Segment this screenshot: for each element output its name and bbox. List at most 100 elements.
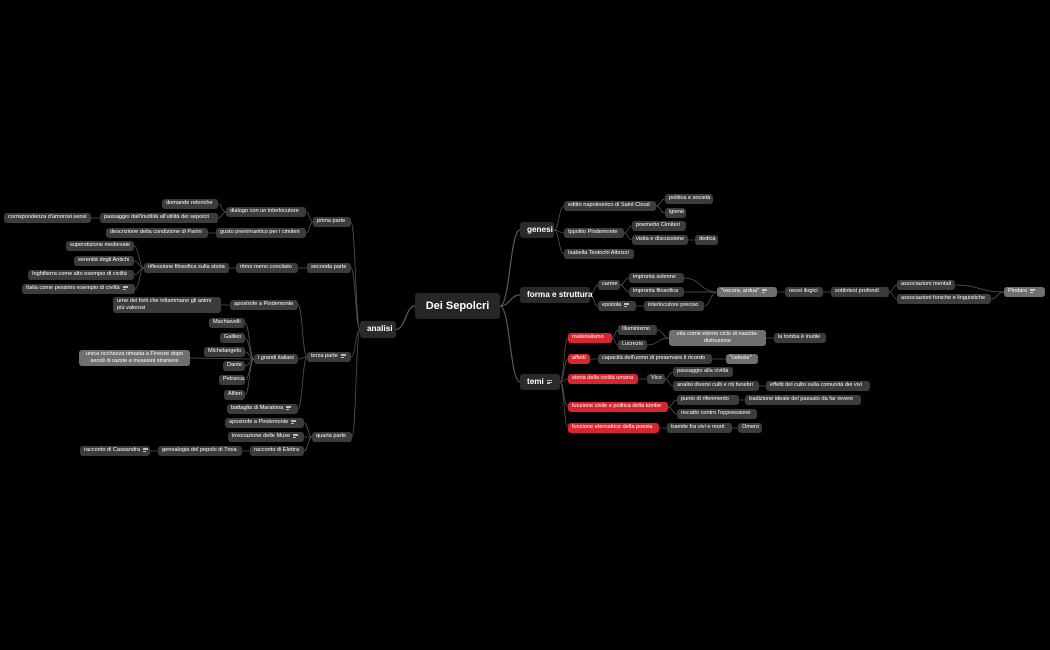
node-punto-riferimento[interactable]: punto di riferimento	[677, 395, 739, 405]
node-petrarca[interactable]: Petrarca	[219, 375, 245, 385]
node-poemetto-cimiteri[interactable]: poemetto Cimiteri	[632, 221, 686, 231]
node-capacita-ricordo[interactable]: capacità dell'uomo di preservare il rico…	[598, 354, 712, 364]
node-visita-discussione[interactable]: visita e discussione	[632, 235, 688, 245]
node-urne-dei-forti[interactable]: urne dei forti che infiammano gli animi …	[113, 297, 221, 314]
connector-grandi-mich	[244, 351, 255, 360]
node-oscura-ardua[interactable]: "oscura, ardua"	[717, 287, 777, 297]
node-associazioni-foniche[interactable]: associazioni foniche e linguistiche	[897, 294, 991, 304]
node-invocazione-muse[interactable]: invocazione delle Muse	[228, 432, 304, 442]
node-prima-parte[interactable]: prima parte	[313, 217, 351, 227]
node-grandi-italiani[interactable]: i grandi italiani	[254, 354, 298, 364]
node-italia[interactable]: Italia come pessimo esempio di civiltà	[22, 284, 135, 294]
node-gusto-preromantico[interactable]: gusto preromantico per i cimiteri	[216, 228, 306, 238]
node-dedica[interactable]: dedica	[695, 235, 718, 245]
node-descrizione-parini[interactable]: descrizione della condizione di Parini	[106, 228, 208, 238]
node-impronta-filosofica[interactable]: impronta filosofica	[629, 287, 684, 297]
node-genealogia-troia[interactable]: genealogia del popolo di Troia	[158, 446, 242, 456]
note-icon	[762, 288, 768, 293]
node-lucrezio[interactable]: Lucrezio	[618, 340, 647, 350]
node-racconto-elettra[interactable]: racconto di Elettra	[250, 446, 304, 456]
connector-sott-amen	[888, 284, 898, 293]
connector-rifl-italia	[134, 267, 145, 290]
connector-genesi-ippolito	[553, 229, 565, 234]
connector-terza-grandi	[297, 356, 308, 360]
node-associazioni-mentali[interactable]: associazioni mentali	[897, 280, 955, 290]
connector-analisi-terza	[350, 329, 361, 358]
node-battaglia-maratona[interactable]: battaglia di Maratona	[227, 404, 298, 414]
node-quarta-parte[interactable]: quarta parte	[312, 432, 352, 442]
node-terza-parte[interactable]: terza parte	[307, 352, 351, 362]
node-alfieri[interactable]: Alfieri	[224, 390, 245, 400]
node-epistola[interactable]: epistola	[598, 301, 636, 311]
node-sottintesi-profondi[interactable]: sottintesi profondi	[831, 287, 889, 297]
node-passaggio-civilta[interactable]: passaggio alla civiltà	[673, 367, 733, 377]
node-vico[interactable]: Vico	[647, 374, 665, 384]
node-ritmo[interactable]: ritmo meno concitato	[236, 263, 298, 273]
node-machiavelli[interactable]: Machiavelli	[209, 318, 245, 328]
node-seconda-parte[interactable]: seconda parte	[307, 263, 351, 273]
node-funzione-civile[interactable]: funzione civile e politica della tombe	[568, 402, 668, 412]
node-politica-societa[interactable]: politica e società	[665, 194, 713, 204]
node-tomba-inutile[interactable]: la tomba è inutile	[774, 333, 826, 343]
note-icon	[1030, 288, 1036, 293]
node-pindaro[interactable]: Pindaro	[1004, 287, 1045, 297]
node-michelangelo[interactable]: Michelangelo	[204, 347, 245, 357]
node-riscatto-oppressione[interactable]: riscatto contro l'oppressione	[677, 409, 757, 419]
branch-genesi[interactable]: genesi	[520, 222, 554, 238]
node-galileo[interactable]: Galileo	[220, 333, 245, 343]
node-inghilterra[interactable]: Inghilterra come alto esempio di civiltà	[28, 270, 134, 280]
root-node[interactable]: Dei Sepolcri	[415, 293, 500, 319]
node-nessi-ilogici[interactable]: nessi ilogici	[785, 287, 823, 297]
node-serenita[interactable]: serenità degli Antichi	[74, 256, 134, 266]
node-affetti[interactable]: affetti	[568, 354, 590, 364]
connector-interl-oscura	[703, 291, 718, 307]
node-tramite-vivi-morti[interactable]: tramite fra vivi e morti	[667, 423, 732, 433]
note-icon	[624, 302, 630, 307]
connector-forma-epist	[589, 294, 599, 307]
node-editto-saint-cloud[interactable]: editto napoleonico di Saint Cloud	[564, 201, 656, 211]
connector-vico-aculti	[664, 378, 674, 387]
node-isabella-albrizzi[interactable]: Isabella Teotochi Albrizzi	[564, 249, 634, 259]
node-passaggio-utilita[interactable]: passaggio dall'inutilità all'utilità dei…	[100, 213, 218, 223]
connector-editto-igiene	[655, 205, 666, 214]
node-riflessione[interactable]: riflessione filosofica sulla storia	[144, 263, 229, 273]
node-racconto-cassandra[interactable]: racconto di Cassandra	[80, 446, 150, 456]
node-apostrofe-pindemonte[interactable]: apostrofe a Pindemonte	[230, 300, 298, 310]
node-apostrofe-pindemonte-2[interactable]: apostrofe a Pindemonte	[225, 418, 304, 428]
node-domande-retoriche[interactable]: domande retoriche	[162, 199, 218, 209]
connector-temi-fet	[559, 381, 569, 429]
node-storia-civilta[interactable]: storia della civiltà umana	[568, 374, 638, 384]
node-materialismo[interactable]: materialismo	[568, 333, 612, 343]
node-tradizione-ideale[interactable]: tradizione ideale del passato da far rev…	[745, 395, 861, 405]
branch-forma-e-struttura[interactable]: forma e struttura	[520, 287, 593, 303]
node-dante[interactable]: Dante	[223, 361, 245, 371]
connector-root-temi	[499, 305, 521, 383]
connector-temi-mat	[559, 337, 569, 383]
node-dialogo[interactable]: dialogo con un interlocutore	[226, 207, 306, 217]
node-celeste[interactable]: "celeste"	[726, 354, 758, 364]
node-corrispondenza[interactable]: corrispondenza d'amorosi sensi	[4, 213, 91, 223]
node-illuminismo[interactable]: Illuminismo	[618, 325, 657, 335]
node-carme[interactable]: carme	[598, 280, 620, 290]
node-ippolito-pindemonte[interactable]: Ippolito Pindemonte	[564, 228, 624, 238]
connector-grandi-gal	[244, 337, 255, 360]
node-superstizione[interactable]: superstizione medievale	[66, 241, 134, 251]
connector-analisi-quarta	[351, 329, 361, 438]
note-icon	[142, 447, 148, 452]
branch-temi[interactable]: temi	[520, 374, 560, 390]
connector-mat-illum	[611, 329, 619, 339]
connector-ippolito-visita	[623, 232, 633, 241]
connector-grandi-mach	[244, 322, 255, 360]
node-effetti-culto[interactable]: effetti del culto sulla comunità dei viv…	[766, 381, 870, 391]
node-impronta-solenne[interactable]: impronta solenne	[629, 273, 684, 283]
node-vita-eterno-ciclo[interactable]: vita come eterno ciclo di nascita-distru…	[669, 330, 766, 347]
connector-forma-carme	[589, 284, 599, 296]
node-analisi-culti[interactable]: analisi diversi culti e riti funebri	[673, 381, 759, 391]
node-interlocutore-preciso[interactable]: interlocutore preciso	[644, 301, 704, 311]
connector-prima-gusto	[305, 221, 314, 234]
branch-analisi[interactable]: analisi	[360, 321, 396, 338]
node-unica-ricchezza[interactable]: unica ricchezza rimasta a Firenze dopo s…	[79, 350, 190, 367]
node-funzione-eternatrice[interactable]: funzione eternatrice della poesia	[568, 423, 659, 433]
node-igiene[interactable]: igiene	[665, 208, 686, 218]
node-omero[interactable]: Omero	[738, 423, 762, 433]
